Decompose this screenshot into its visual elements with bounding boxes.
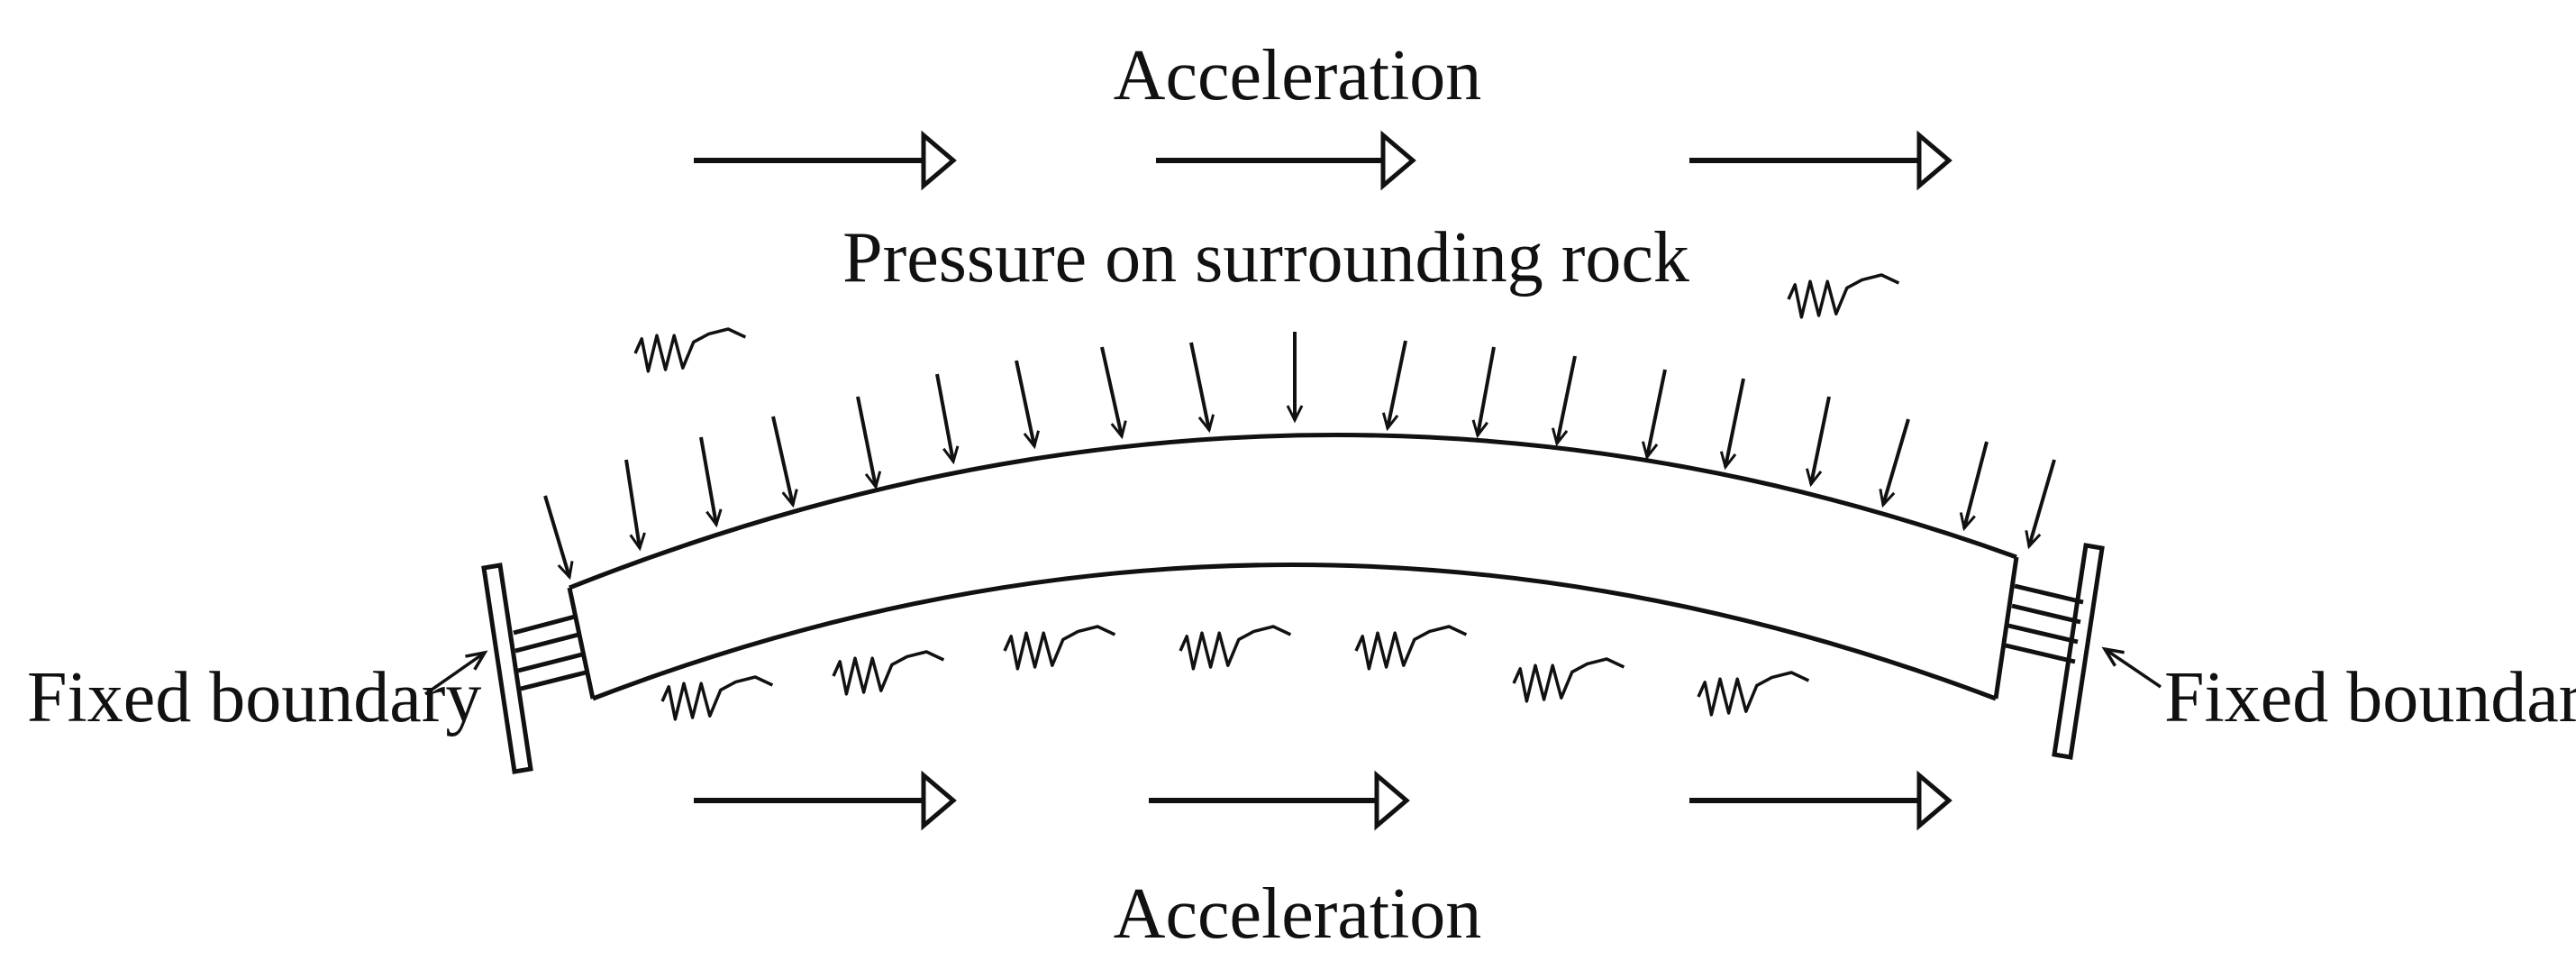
fixed-boundary-label-right: Fixed boundary bbox=[2164, 658, 2576, 737]
fixed-boundary-label-left: Fixed boundary bbox=[27, 658, 481, 737]
acceleration-arrow-icon bbox=[1156, 130, 1416, 191]
pressure-arrow-icon bbox=[543, 495, 574, 581]
pressure-arrow-icon bbox=[699, 436, 723, 528]
seismic-wave-icon bbox=[1179, 625, 1292, 671]
pressure-arrow-icon bbox=[1189, 342, 1215, 434]
pressure-arrow-icon bbox=[624, 459, 646, 552]
tunnel-lining bbox=[567, 433, 2019, 701]
pressure-arrows bbox=[543, 332, 2056, 581]
seismic-wave-icon bbox=[832, 650, 945, 696]
pressure-arrow-icon bbox=[1100, 346, 1127, 440]
seismic-wave-icon bbox=[1003, 625, 1116, 671]
lining-right-end bbox=[1993, 556, 2019, 700]
pressure-arrow-icon bbox=[1879, 418, 1910, 508]
pressure-arrow-icon bbox=[1551, 355, 1577, 447]
pressure-arrow-icon bbox=[856, 396, 882, 490]
fixed-boundary-pointer-left bbox=[423, 653, 485, 696]
pressure-label: Pressure on surrounding rock bbox=[842, 218, 1689, 297]
pressure-arrow-icon bbox=[1959, 441, 1989, 532]
acceleration-arrows-top bbox=[694, 130, 1952, 191]
seismic-wave-icon bbox=[1787, 273, 1900, 319]
seismic-waves bbox=[633, 273, 1900, 721]
pressure-arrow-icon bbox=[935, 373, 960, 465]
seismic-wave-icon bbox=[1512, 657, 1625, 703]
pressure-arrow-icon bbox=[2025, 459, 2056, 550]
seismic-wave-icon bbox=[1697, 671, 1810, 717]
acceleration-arrow-icon bbox=[1689, 770, 1952, 831]
pressure-arrow-icon bbox=[1015, 360, 1040, 450]
pressure-arrow-icon bbox=[1719, 378, 1745, 471]
acceleration-arrow-icon bbox=[694, 770, 957, 831]
acceleration-label-bottom: Acceleration bbox=[1114, 874, 1482, 954]
pressure-arrow-icon bbox=[1805, 396, 1831, 488]
seismic-wave-icon bbox=[1354, 625, 1468, 671]
acceleration-arrows-bottom bbox=[694, 770, 1952, 831]
acceleration-arrow-icon bbox=[1689, 130, 1952, 191]
fixed-support-right bbox=[2005, 543, 2105, 760]
pressure-arrow-icon bbox=[1641, 369, 1667, 461]
seismic-wave-icon bbox=[633, 327, 747, 373]
acceleration-arrow-icon bbox=[694, 130, 957, 191]
pressure-arrow-icon bbox=[771, 416, 798, 508]
acceleration-label-top: Acceleration bbox=[1114, 36, 1482, 115]
lining-lower-edge bbox=[592, 563, 1997, 701]
fixed-support-left bbox=[481, 563, 587, 774]
pressure-arrow-icon bbox=[1471, 346, 1496, 439]
pressure-arrow-icon bbox=[1381, 340, 1407, 432]
lining-left-end bbox=[567, 587, 596, 700]
seismic-wave-icon bbox=[660, 675, 774, 721]
lining-upper-edge bbox=[569, 433, 2017, 590]
fixed-boundary-pointer-right bbox=[2105, 649, 2162, 689]
acceleration-arrow-icon bbox=[1149, 770, 1410, 831]
